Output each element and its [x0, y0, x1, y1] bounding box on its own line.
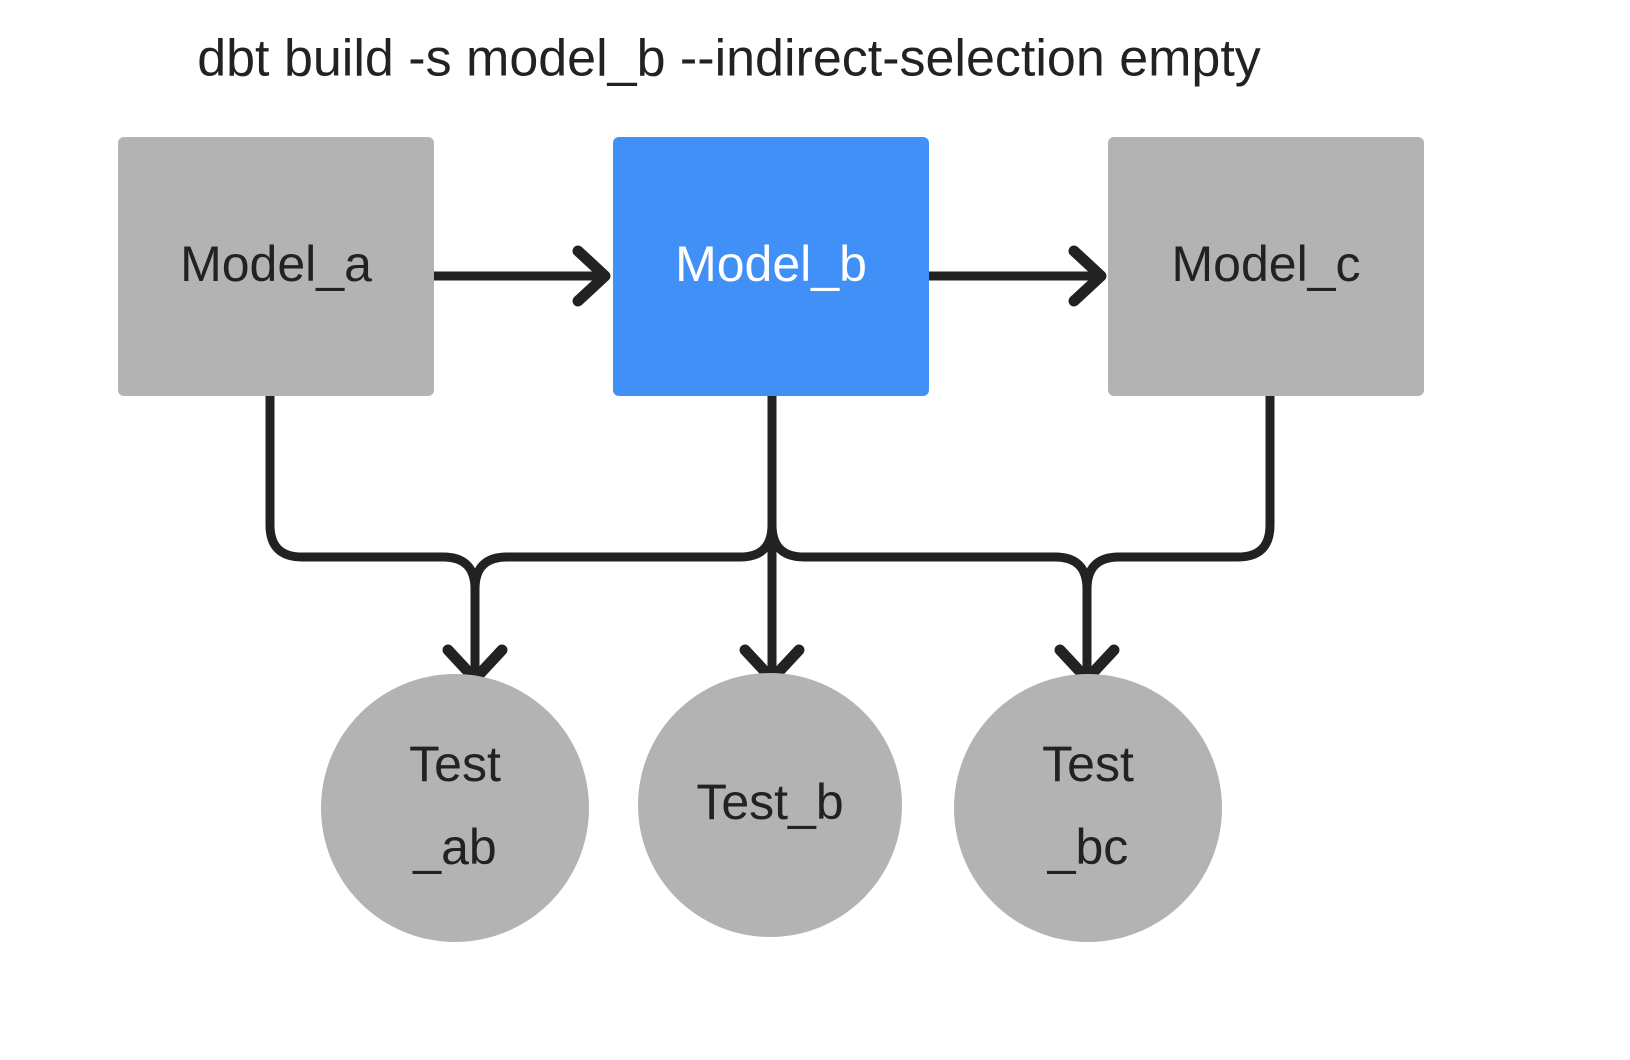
node-test-bc-label-line2: _bc [1047, 819, 1129, 875]
edge-shaft [470, 391, 777, 594]
node-model-b[interactable]: Model_b [613, 137, 929, 396]
node-model-b-label: Model_b [675, 236, 867, 292]
edge-shaft [767, 391, 1092, 594]
node-test-bc[interactable]: Test _bc [954, 674, 1222, 942]
arrowhead-icon [572, 245, 611, 307]
edge-model-b-to-test-ab [470, 391, 777, 594]
node-test-b-shape[interactable] [638, 673, 902, 937]
node-test-ab-shape[interactable] [321, 674, 589, 942]
edge-model-b-to-test-bc [767, 391, 1092, 594]
edge-model-a-to-test-ab [265, 391, 508, 685]
edge-model-b-to-model-c [923, 245, 1107, 307]
edge-model-a-to-model-b [429, 245, 611, 307]
node-model-a-shape[interactable] [118, 137, 434, 396]
edge-shaft [265, 391, 480, 677]
page-title: dbt build -s model_b --indirect-selectio… [197, 30, 1261, 88]
node-test-ab[interactable]: Test _ab [321, 674, 589, 942]
node-model-c-shape[interactable] [1108, 137, 1424, 396]
node-test-ab-label-line1: Test [409, 736, 501, 792]
node-test-bc-shape[interactable] [954, 674, 1222, 942]
arrowhead-icon [1068, 245, 1107, 307]
node-model-a-label: Model_a [180, 236, 372, 292]
node-test-bc-label-line1: Test [1042, 736, 1134, 792]
node-model-c-label: Model_c [1172, 236, 1361, 292]
node-model-a[interactable]: Model_a [118, 137, 434, 396]
edge-shaft [1082, 391, 1275, 677]
edge-model-c-to-test-bc [1054, 391, 1275, 685]
node-model-c[interactable]: Model_c [1108, 137, 1424, 396]
node-model-b-shape[interactable] [613, 137, 929, 396]
node-test-ab-label-line2: _ab [412, 819, 496, 875]
node-test-b-label-line1: Test_b [696, 774, 843, 830]
node-test-b[interactable]: Test_b [638, 673, 902, 937]
